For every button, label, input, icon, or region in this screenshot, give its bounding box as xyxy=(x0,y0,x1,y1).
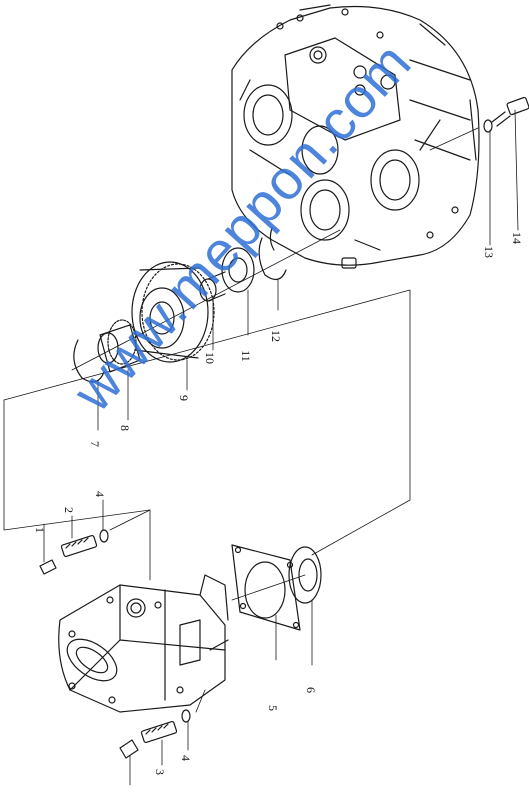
callout-2: 2 xyxy=(62,507,76,513)
callout-13: 13 xyxy=(482,246,496,258)
snap-ring-7 xyxy=(73,339,105,383)
callout-14: 14 xyxy=(510,232,524,244)
bearing-11 xyxy=(221,247,255,293)
callout-4-lower: 4 xyxy=(179,755,193,761)
gear-8 xyxy=(97,319,141,373)
callout-9: 9 xyxy=(177,395,191,401)
callout-10: 10 xyxy=(203,352,217,364)
callout-3: 3 xyxy=(153,769,167,775)
pump-body xyxy=(58,574,229,713)
callout-8: 8 xyxy=(118,425,132,431)
stud-2 xyxy=(60,534,98,558)
bolt-1-lower xyxy=(119,739,139,759)
bolt-1 xyxy=(39,559,57,575)
transmission-housing xyxy=(231,4,480,269)
stud-3 xyxy=(140,720,178,744)
washer-4-upper xyxy=(99,529,109,543)
callout-5: 5 xyxy=(266,705,280,711)
washer-4-lower xyxy=(181,709,191,723)
callout-1-upper: 1 xyxy=(33,527,47,533)
callout-7: 7 xyxy=(88,441,102,447)
callout-11: 11 xyxy=(238,350,253,362)
callout-12: 12 xyxy=(269,330,283,342)
gear-9 xyxy=(131,261,215,363)
snap-ring-12 xyxy=(258,237,287,281)
gasket-5 xyxy=(231,544,301,631)
callout-4-upper: 4 xyxy=(93,491,107,497)
callout-6: 6 xyxy=(304,687,318,693)
washer-13 xyxy=(483,119,493,133)
bolt-14 xyxy=(491,96,529,127)
seal-6 xyxy=(288,546,322,604)
